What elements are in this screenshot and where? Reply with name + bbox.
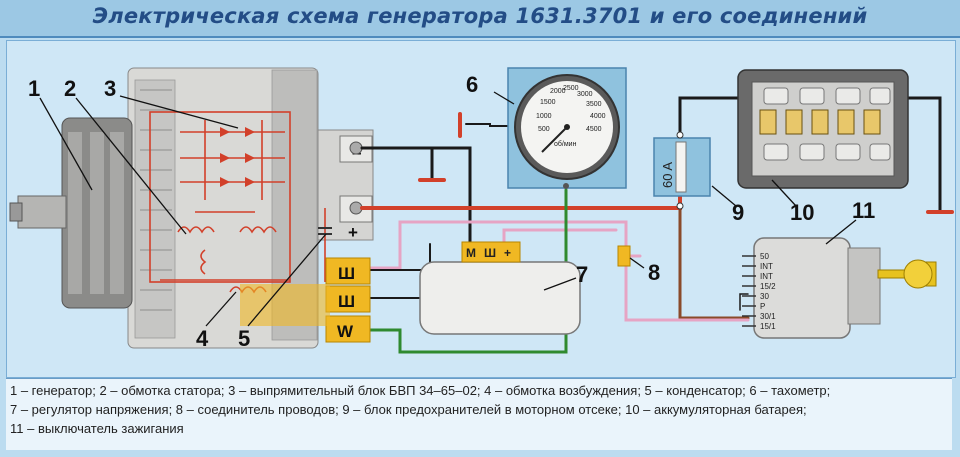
callout-8: 8 <box>648 260 660 285</box>
tacho-mark-2500: 2500 <box>563 85 579 92</box>
ign-terminal-15-2: 15/2 <box>760 282 776 291</box>
title-bar: Электрическая схема генератора 1631.3701… <box>0 0 960 38</box>
internal-schematic <box>149 111 326 294</box>
voltage-regulator: М Ш + <box>419 241 581 335</box>
ignition-switch: 50 INT INT 15/2 30 P 30/1 15/1 <box>742 237 937 339</box>
ign-terminal-30-1: 30/1 <box>760 312 776 321</box>
callout-7: 7 <box>576 262 588 287</box>
diode-bridge <box>220 127 255 187</box>
callout-9: 9 <box>732 200 744 225</box>
legend-line-3: 11 – выключатель зажигания <box>10 421 184 436</box>
callout-6: 6 <box>466 72 478 97</box>
connector-w-label: W <box>337 322 354 341</box>
tacho-mark-1000: 1000 <box>536 113 552 120</box>
tacho-mark-3000: 3000 <box>577 91 593 98</box>
tacho-unit: об/мин <box>554 140 577 148</box>
ign-terminal-50: 50 <box>760 252 769 261</box>
ign-terminal-p: P <box>760 302 765 311</box>
callout-1: 1 <box>28 76 40 101</box>
page-title: Электрическая схема генератора 1631.3701… <box>92 4 868 28</box>
terminal-plus-label: + <box>348 223 358 242</box>
callout-11: 11 <box>852 198 875 223</box>
pulley <box>9 117 133 309</box>
fuse-rating: 60 A <box>660 162 675 188</box>
connector-sh-2 <box>325 285 371 313</box>
connector-sh-1-label: Ш <box>338 264 355 283</box>
tacho-mark-500: 500 <box>538 126 550 133</box>
wire-connector <box>617 245 631 267</box>
ign-terminal-int-1: INT <box>760 262 773 271</box>
regulator-pin-plus: + <box>504 246 511 260</box>
legend: 1 – генератор; 2 – обмотка статора; 3 – … <box>6 378 952 450</box>
callout-2: 2 <box>64 76 76 101</box>
ign-terminal-int-2: INT <box>760 272 773 281</box>
callout-5: 5 <box>238 326 250 351</box>
connector-w <box>325 315 371 343</box>
tacho-mark-2000: 2000 <box>550 88 566 95</box>
alternator-connectors: Ш Ш W <box>240 257 371 343</box>
ign-terminal-15-1: 15/1 <box>760 322 776 331</box>
callout-3: 3 <box>104 76 116 101</box>
regulator-pin-m: М <box>466 246 476 260</box>
callout-4: 4 <box>196 326 209 351</box>
tacho-mark-4000: 4000 <box>590 113 606 120</box>
tacho-mark-1500: 1500 <box>540 99 556 106</box>
tacho-mark-4500: 4500 <box>586 126 602 133</box>
connector-sh-2-label: Ш <box>338 292 355 311</box>
fuse-block: 60 A <box>653 131 711 210</box>
callout-10: 10 <box>790 200 814 225</box>
callout-leaders <box>39 91 857 327</box>
tachometer: 500 1000 1500 2000 2500 3000 3500 4000 4… <box>507 67 627 189</box>
tacho-mark-3500: 3500 <box>586 101 602 108</box>
regulator-pin-sh: Ш <box>484 246 496 260</box>
legend-line-1: 1 – генератор; 2 – обмотка статора; 3 – … <box>10 383 831 398</box>
connector-sh-1 <box>325 257 371 285</box>
legend-line-2: 7 – регулятор напряжения; 8 – соединител… <box>10 402 807 417</box>
ign-terminal-30: 30 <box>760 292 769 301</box>
battery <box>737 69 909 189</box>
